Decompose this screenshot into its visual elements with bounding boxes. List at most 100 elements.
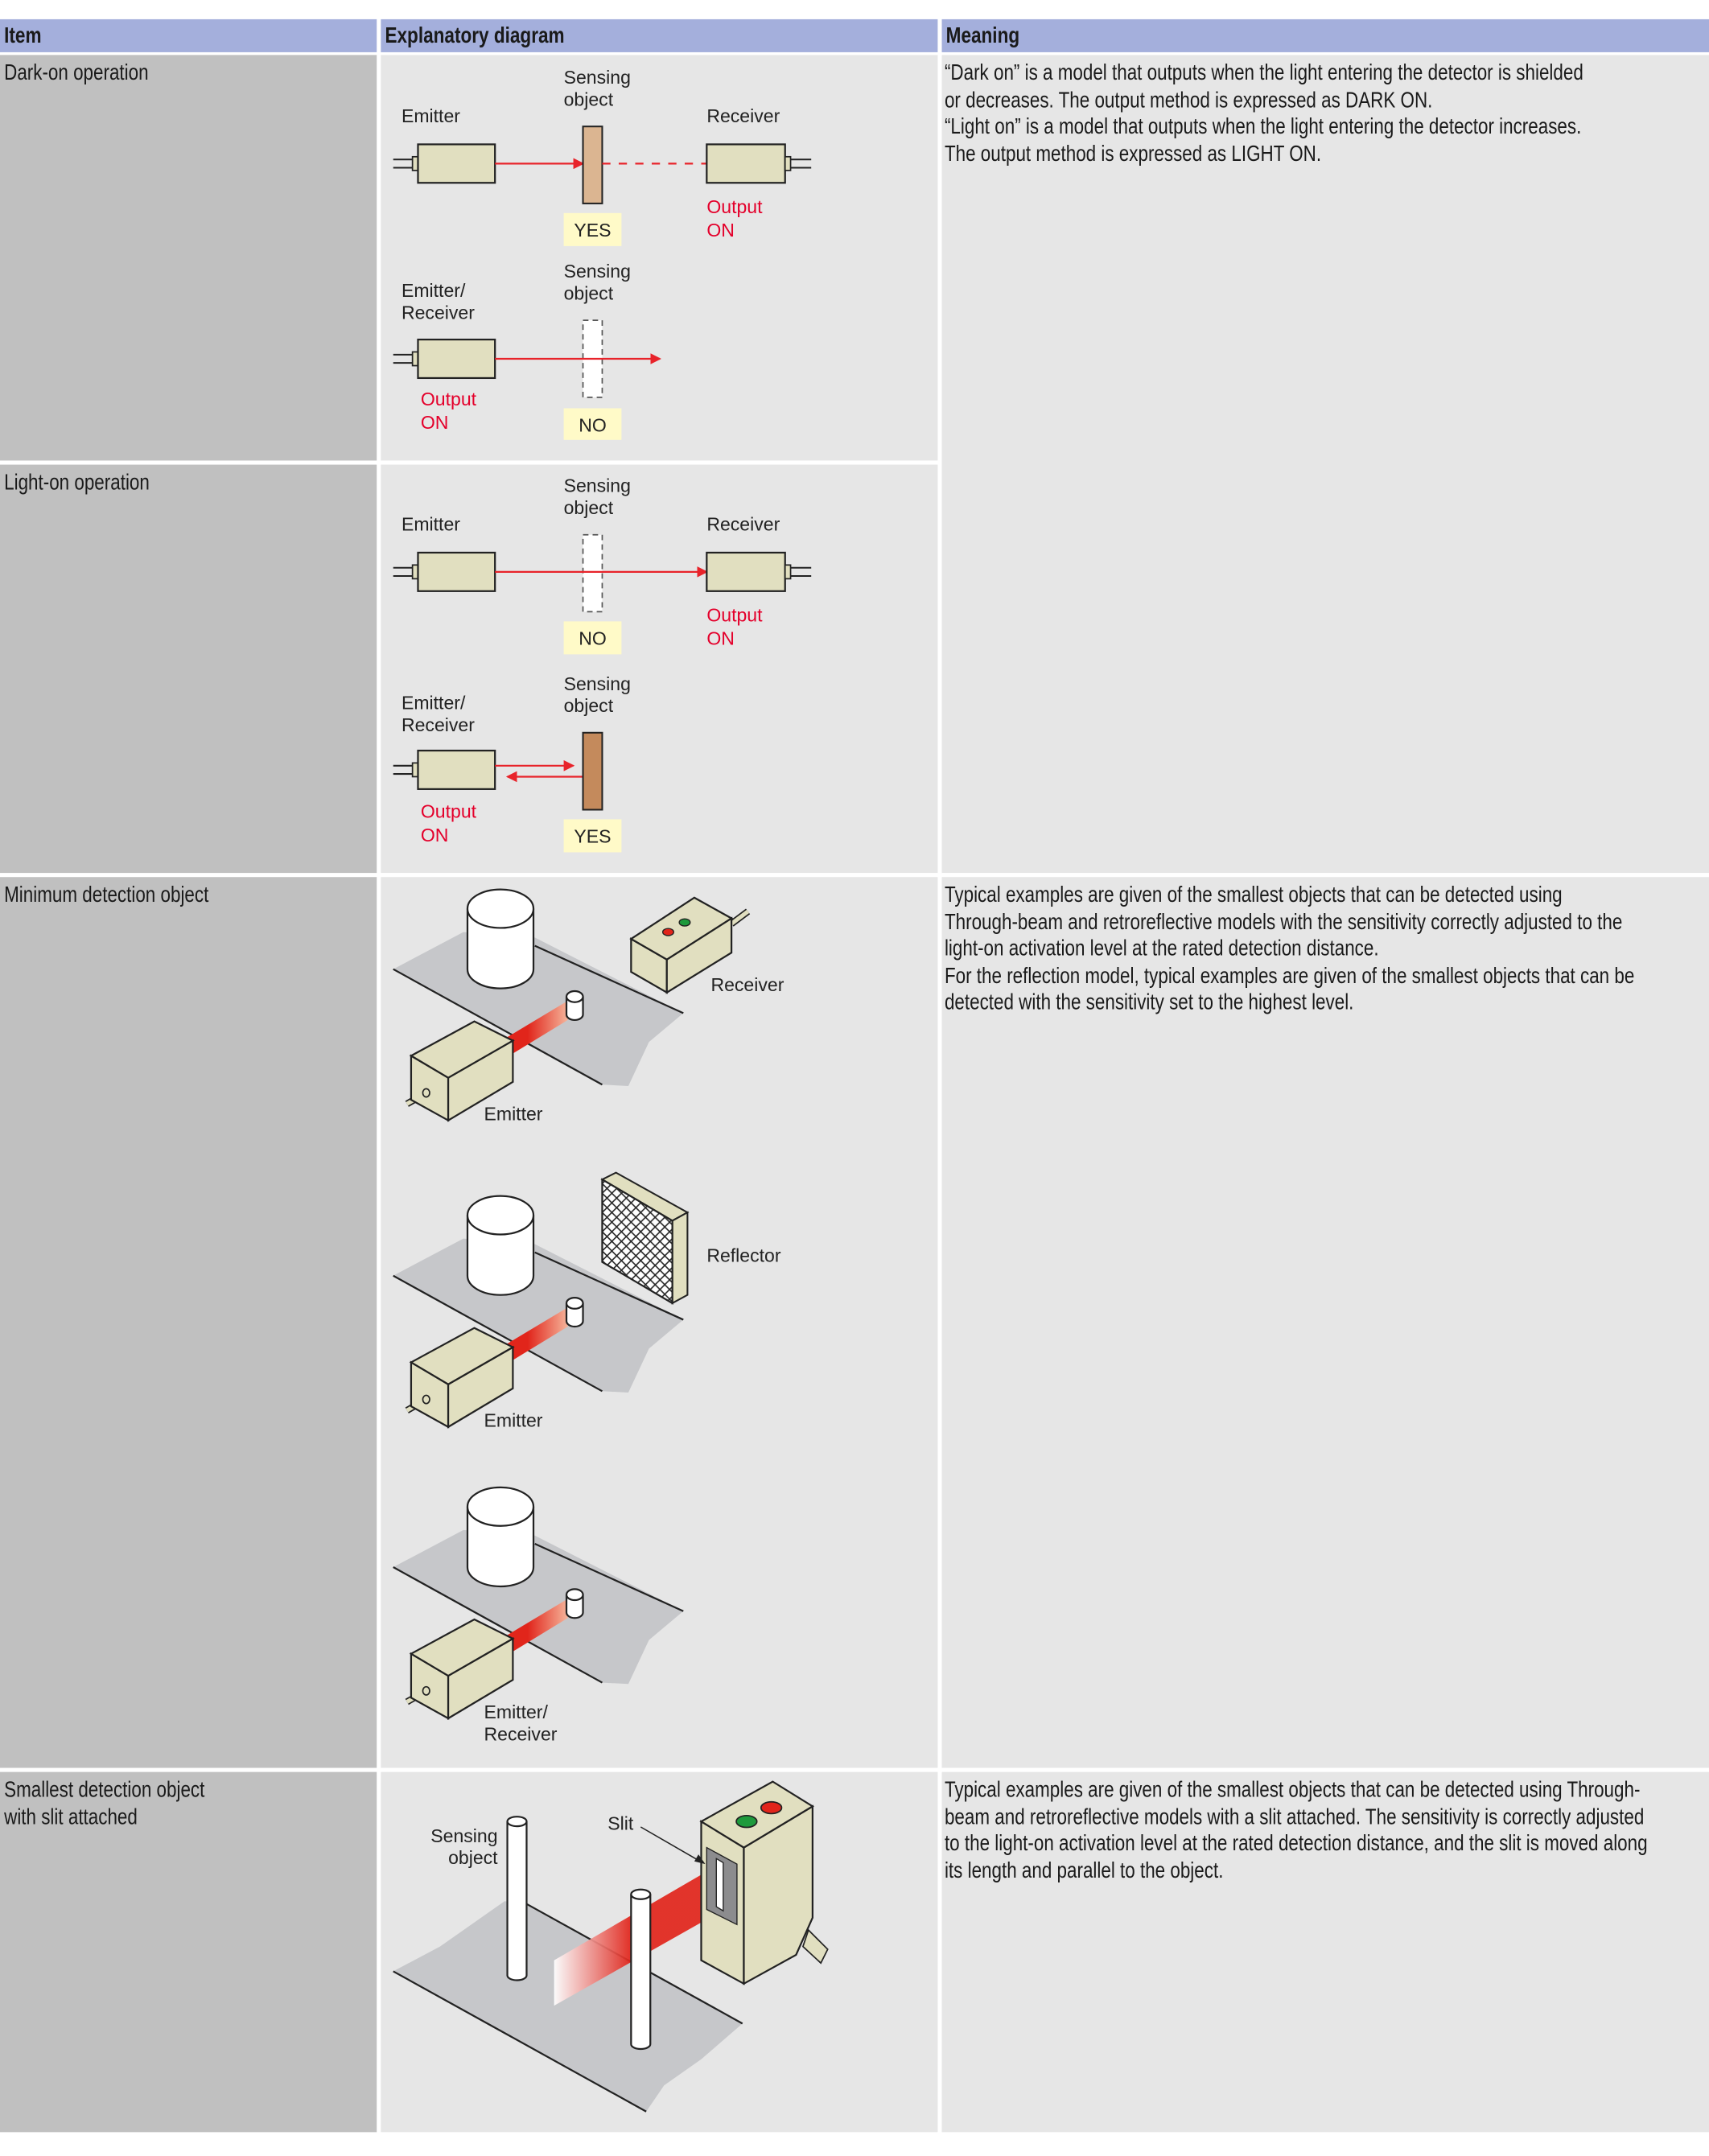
dark-on-diagram: Emitter Sensing object Receiver YES Outp… — [381, 55, 938, 461]
slit-svg: Slit Sensing object — [393, 1780, 829, 2113]
header-meaning: Meaning — [941, 19, 1709, 52]
emitter-receiver-label: Emitter/ — [484, 1701, 548, 1722]
output-on-label: Output — [706, 196, 763, 217]
output-on-label: ON — [706, 627, 735, 648]
large-object-icon — [466, 1486, 535, 1588]
large-object-icon — [466, 888, 535, 990]
light-beam — [505, 1307, 568, 1361]
conveyor-icon — [393, 1238, 684, 1393]
sensing-object-label: Sensing — [564, 673, 631, 694]
slit-diagram: Slit Sensing object — [381, 1771, 938, 2133]
small-object-icon — [565, 990, 584, 1021]
receiver-icon — [706, 551, 812, 592]
large-object-icon — [466, 1195, 535, 1296]
meaning-line: light-on activation level at the rated d… — [944, 937, 1379, 961]
red-led-icon — [760, 1800, 783, 1815]
sensing-object-label: object — [564, 283, 614, 304]
yes-label: YES — [574, 825, 611, 846]
sensing-object-label: Sensing — [564, 67, 631, 88]
emitter-receiver-label: Receiver — [402, 302, 475, 323]
meaning-line: Through-beam and retroreflective models … — [944, 911, 1623, 935]
item-label: with slit attached — [4, 1805, 138, 1829]
header-diagram: Explanatory diagram — [381, 19, 938, 52]
yes-badge — [563, 212, 622, 246]
green-led-icon — [735, 1814, 758, 1829]
green-led-icon — [678, 918, 691, 927]
meaning-slit: Typical examples are given of the smalle… — [941, 1771, 1709, 2133]
meaning-line: For the reflection model, typical exampl… — [944, 964, 1635, 988]
emitter-receiver-label: Emitter/ — [402, 280, 466, 301]
item-label: Minimum detection object — [4, 883, 209, 907]
emitter-icon — [393, 143, 496, 184]
sensing-object-pole-icon — [630, 1888, 652, 2051]
item-label: Smallest detection object — [4, 1779, 205, 1803]
receiver-icon — [706, 143, 812, 184]
emitter-label: Emitter — [484, 1410, 542, 1431]
output-on-label: ON — [421, 412, 449, 433]
slit-label: Slit — [607, 1812, 634, 1833]
emitter-label: Emitter — [484, 1104, 542, 1125]
meaning-line: to the light-on activation level at the … — [944, 1832, 1648, 1856]
meaning-on-modes: “Dark on” is a model that outputs when t… — [941, 55, 1709, 874]
sensing-object-icon — [582, 731, 603, 811]
header-item-label: Item — [4, 23, 42, 48]
conveyor-icon — [393, 932, 684, 1086]
light-on-svg: Sensing object Emitter Receiver NO Outpu… — [393, 475, 812, 853]
reflective-scene: Emitter/Receiver — [393, 1486, 684, 1744]
header-meaning-label: Meaning — [945, 23, 1020, 48]
header-diagram-label: Explanatory diagram — [385, 23, 565, 48]
no-label: NO — [579, 415, 607, 436]
emitter-receiver-label: Receiver — [484, 1723, 557, 1744]
item-light-on: Light-on operation — [0, 464, 377, 874]
light-beam — [505, 1001, 568, 1055]
meaning-line: or decreases. The output method is expre… — [944, 88, 1433, 113]
reflector-label: Reflector — [706, 1245, 781, 1266]
light-on-diagram: Sensing object Emitter Receiver NO Outpu… — [381, 464, 938, 874]
meaning-line: Typical examples are given of the smalle… — [944, 1779, 1641, 1803]
emitter-icon — [405, 1618, 515, 1720]
sensing-object-icon — [582, 125, 603, 204]
sensing-object-pole-icon — [506, 1816, 528, 1981]
emitter-icon — [393, 551, 496, 592]
no-badge — [563, 621, 622, 655]
no-label: NO — [579, 627, 607, 648]
emitter-icon — [405, 1327, 515, 1429]
sensing-object-label: Sensing — [564, 261, 631, 282]
meaning-line: Typical examples are given of the smalle… — [944, 883, 1563, 907]
conveyor-icon — [393, 1529, 684, 1685]
item-label: Dark-on operation — [4, 61, 149, 85]
meaning-line: The output method is expressed as LIGHT … — [944, 142, 1322, 166]
meaning-line: “Dark on” is a model that outputs when t… — [944, 61, 1583, 85]
reflector-icon — [600, 1171, 690, 1305]
meaning-line: “Light on” is a model that outputs when … — [944, 115, 1582, 139]
receiver-label: Receiver — [706, 514, 780, 535]
small-object-icon — [565, 1296, 584, 1328]
item-min-detection: Minimum detection object — [0, 877, 377, 1768]
receiver-label: Receiver — [706, 105, 780, 126]
no-badge — [563, 408, 622, 440]
meaning-line: beam and retroreflective models with a s… — [944, 1805, 1645, 1829]
sensing-object-label: Sensing — [430, 1825, 497, 1846]
small-object-icon — [565, 1588, 584, 1619]
item-label: Light-on operation — [4, 471, 150, 496]
header-item: Item — [0, 19, 377, 52]
absent-object-icon — [582, 533, 603, 613]
output-on-label: ON — [421, 825, 449, 846]
sensing-object-label: object — [564, 497, 614, 518]
sensor-with-slit-icon — [699, 1780, 829, 1985]
item-dark-on: Dark-on operation — [0, 55, 377, 461]
meaning-line: its length and parallel to the object. — [944, 1859, 1224, 1883]
sensing-object-label: object — [564, 89, 614, 110]
yes-label: YES — [574, 220, 611, 241]
receiver-icon — [629, 896, 751, 994]
conveyor-icon — [393, 1901, 743, 2113]
dark-on-svg: Emitter Sensing object Receiver YES Outp… — [393, 67, 812, 440]
slit-arrow-icon — [694, 1854, 706, 1865]
sensing-object-label: Sensing — [564, 475, 631, 496]
yes-badge — [563, 819, 622, 853]
